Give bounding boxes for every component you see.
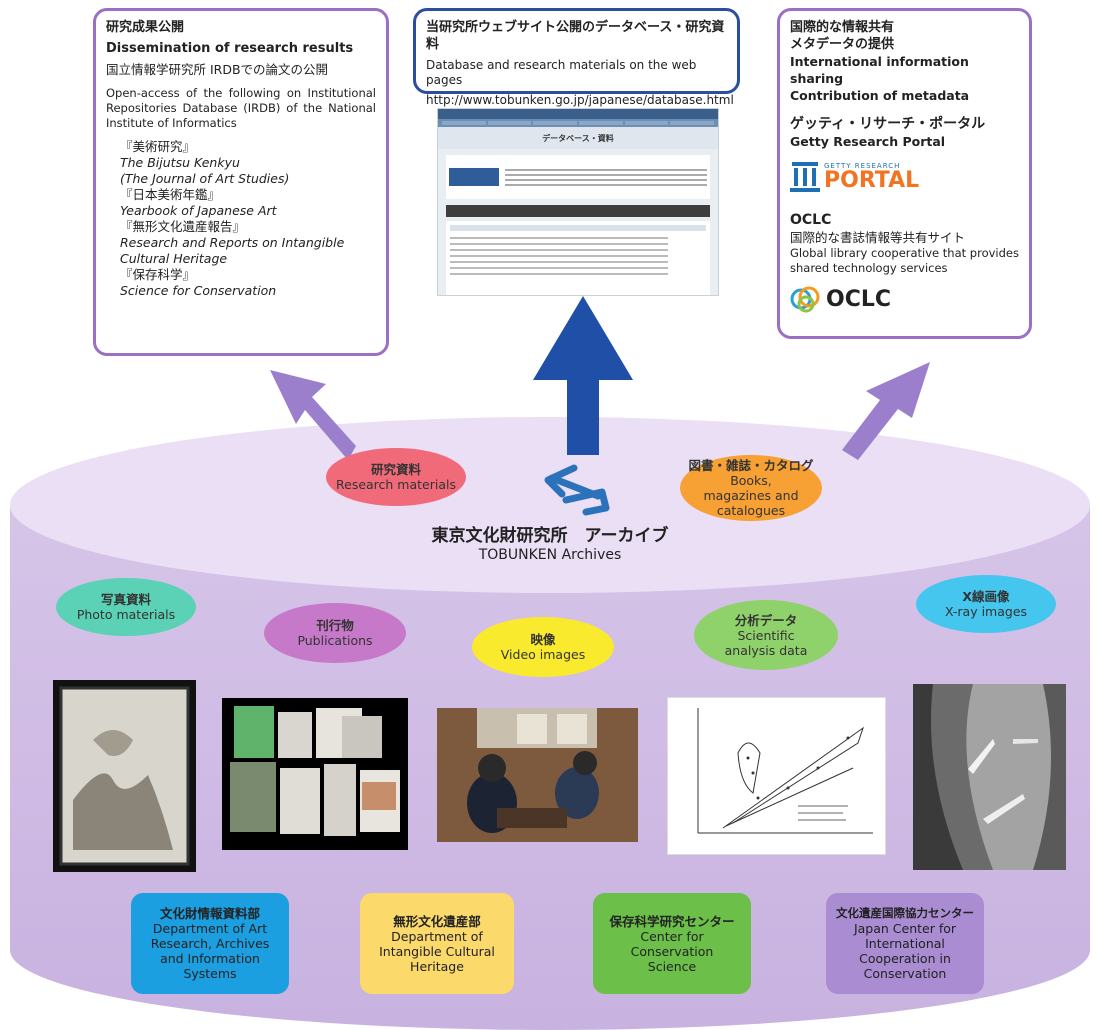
xray-image: [913, 684, 1066, 870]
getty-logo-small: GETTY RESEARCH: [824, 162, 901, 170]
pub-ja: 『無形文化遺産報告』: [120, 219, 246, 234]
metadata-title-ja: 国際的な情報共有: [790, 20, 895, 35]
getty-title-en: Getty Research Portal: [790, 134, 946, 149]
bubble-books-en: Books, magazines and catalogues: [703, 473, 799, 518]
website-screenshot: データベース・資料: [437, 108, 719, 296]
publication-list: 『美術研究』 The Bijutsu Kenkyu (The Journal o…: [120, 139, 376, 299]
photo-video: [437, 708, 638, 842]
cylinder-top: [10, 417, 1090, 593]
archive-title-ja: 東京文化財研究所 アーカイブ: [431, 526, 669, 546]
dept-intangible-ja: 無形文化遺産部: [393, 913, 481, 929]
arrow-right: [842, 362, 930, 460]
bubble-xray-ja: X線画像: [962, 589, 1010, 604]
pub-en: Research and Reports on Intangible: [120, 235, 345, 250]
pub-en: (The Journal of Art Studies): [120, 171, 290, 186]
archive-title-en: TOBUNKEN Archives: [478, 547, 622, 563]
painting-image: [59, 686, 190, 866]
bubble-photo-en: Photo materials: [76, 607, 176, 622]
bubble-video-images: 映像 Video images: [472, 617, 614, 677]
dept-conservation-en: Center for Conservation Science: [630, 928, 714, 974]
photo-analysis-chart: [667, 697, 886, 855]
dept-art-research-en: Department of Art Research, Archives and…: [150, 921, 270, 981]
pub-en: Science for Conservation: [120, 283, 277, 298]
dept-international-en: Japan Center for International Cooperati…: [853, 921, 957, 981]
bubble-analysis-ja: 分析データ: [734, 612, 798, 628]
dept-international: 文化遺産国際協力センター Japan Center for Internatio…: [826, 893, 984, 994]
bubble-photo-ja: 写真資料: [100, 592, 151, 607]
bubble-publications-en: Publications: [297, 633, 373, 648]
bubble-books-ja: 図書・雑誌・カタログ: [688, 458, 814, 473]
bubble-research-en: Research materials: [336, 477, 456, 492]
bubble-analysis-data: 分析データ Scientific analysis data: [694, 600, 838, 670]
pub-en: The Bijutsu Kenkyu: [120, 155, 240, 170]
database-url[interactable]: http://www.tobunken.go.jp/japanese/datab…: [426, 93, 734, 107]
database-title-en: Database and research materials on the w…: [426, 58, 697, 87]
dept-intangible-en: Department of Intangible Cultural Herita…: [379, 928, 495, 974]
bubble-books: 図書・雑誌・カタログ Books, magazines and catalogu…: [680, 455, 822, 521]
arrow-left: [270, 370, 356, 460]
metadata-title-en2: Contribution of metadata: [790, 88, 970, 103]
metadata-box: 国際的な情報共有 メタデータの提供 International informat…: [777, 8, 1032, 339]
dept-art-research: 文化財情報資料部 Department of Art Research, Arc…: [131, 893, 289, 994]
getty-building-icon: [790, 162, 820, 192]
dept-intangible: 無形文化遺産部 Department of Intangible Cultura…: [360, 893, 514, 994]
dept-conservation-ja: 保存科学研究センター: [609, 913, 735, 929]
dept-conservation-science: 保存科学研究センター Center for Conservation Scien…: [593, 893, 751, 994]
bubble-video-en: Video images: [500, 647, 586, 662]
dissemination-title-ja: 研究成果公開: [106, 20, 185, 35]
bubble-xray-en: X-ray images: [944, 604, 1028, 619]
dept-international-ja: 文化遺産国際協力センター: [836, 906, 974, 920]
bubble-research-ja: 研究資料: [370, 462, 421, 477]
bubble-video-ja: 映像: [530, 632, 556, 647]
oclc-swirl-icon: [790, 286, 820, 313]
oclc-desc: Global library cooperative that provides…: [790, 246, 1019, 275]
tobunken-logo: [544, 464, 610, 516]
screenshot-heading: データベース・資料: [438, 127, 718, 149]
pub-en: Yearbook of Japanese Art: [120, 203, 277, 218]
archive-title: 東京文化財研究所 アーカイブ TOBUNKEN Archives: [400, 526, 700, 564]
bubble-photo-materials: 写真資料 Photo materials: [56, 578, 196, 636]
photo-painting: [53, 680, 196, 872]
photo-publications: [222, 698, 408, 850]
oclc-logo-text: OCLC: [826, 286, 892, 312]
getty-title-ja: ゲッティ・リサーチ・ポータル: [790, 116, 986, 132]
bubble-publications: 刊行物 Publications: [264, 603, 406, 663]
photo-xray: [913, 684, 1066, 870]
metadata-title-en: International information sharing: [790, 54, 969, 86]
bubble-analysis-en: Scientific analysis data: [724, 627, 808, 658]
getty-logo-big: PORTAL: [824, 168, 920, 193]
dissemination-title-en: Dissemination of research results: [106, 41, 354, 56]
oclc-subtitle-ja: 国際的な書誌情報等共有サイト: [790, 230, 966, 245]
database-title-ja: 当研究所ウェブサイト公開のデータベース・研究資料: [426, 20, 725, 52]
video-image: [437, 708, 638, 842]
oclc-logo[interactable]: OCLC: [790, 284, 1019, 314]
irdb-description: Open-access of the following on Institut…: [106, 86, 376, 130]
dissemination-box: 研究成果公開 Dissemination of research results…: [93, 8, 389, 356]
dept-art-research-ja: 文化財情報資料部: [159, 906, 260, 921]
bubble-research-materials: 研究資料 Research materials: [326, 448, 466, 506]
oclc-title: OCLC: [790, 212, 832, 228]
database-box: 当研究所ウェブサイト公開のデータベース・研究資料 Database and re…: [413, 8, 740, 107]
irdb-subtitle: 国立情報学研究所 IRDBでの論文の公開: [106, 62, 329, 77]
getty-logo[interactable]: GETTY RESEARCH PORTAL: [790, 156, 1019, 198]
arrow-center: [533, 296, 633, 455]
metadata-title-ja2: メタデータの提供: [790, 37, 895, 52]
pub-ja: 『日本美術年鑑』: [120, 187, 221, 202]
publications-image: [230, 706, 400, 836]
pub-en: Cultural Heritage: [120, 251, 228, 266]
bubble-publications-ja: 刊行物: [316, 618, 354, 633]
bubble-xray-images: X線画像 X-ray images: [916, 575, 1056, 633]
pub-ja: 『保存科学』: [120, 267, 196, 282]
pub-ja: 『美術研究』: [120, 139, 196, 154]
analysis-chart-image: [697, 708, 873, 834]
